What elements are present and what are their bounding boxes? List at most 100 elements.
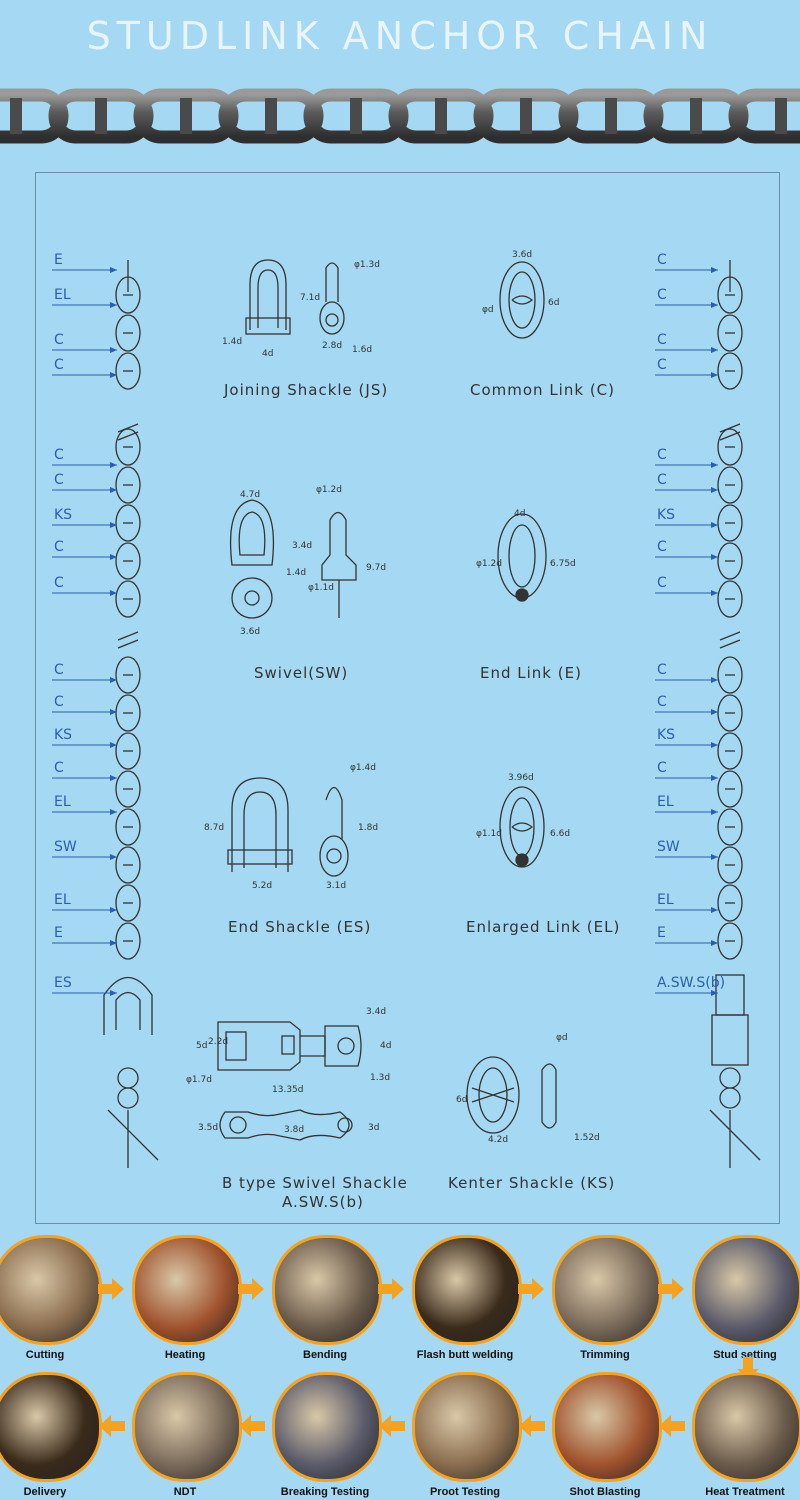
dim-sw-width: 4.7d (240, 490, 260, 500)
dim-js-height: 7.1d (300, 293, 320, 303)
dim-sw-top: φ1.2d (316, 485, 342, 495)
dim-asws-dia: φ1.7d (186, 1075, 212, 1085)
process-arrow-icon (238, 1278, 264, 1300)
chain-part-label: EL (54, 794, 71, 810)
banner-chain-link (558, 88, 664, 144)
process-step-label: Heating (164, 1349, 206, 1361)
dim-js-dia: φ1.3d (354, 260, 380, 270)
chain-part-label: SW (54, 839, 77, 855)
dim-sw-dia: φ1.1d (308, 583, 334, 593)
process-arrow-icon (518, 1278, 544, 1300)
process-step-label: Stud setting (713, 1349, 777, 1361)
process-photo (132, 1235, 242, 1345)
caption-swivel-shackle: B type Swivel Shackle (222, 1174, 408, 1192)
chain-part-label: C (657, 332, 667, 348)
process-arrow-icon (519, 1415, 545, 1437)
chain-part-label: KS (657, 727, 675, 743)
dim-es-mid: 1.8d (358, 823, 378, 833)
chain-part-label: EL (54, 892, 71, 908)
dim-asws-length: 13.35d (272, 1085, 303, 1095)
chain-banner-image (0, 88, 800, 144)
label-arrow-head (110, 854, 117, 860)
chain-part-label: EL (657, 794, 674, 810)
chain-part-label: KS (54, 727, 72, 743)
caption-end-link: End Link (E) (480, 664, 582, 682)
dim-js-end: 1.6d (352, 345, 372, 355)
dim-asws-height: 5d (196, 1041, 207, 1051)
process-step-label: Cutting (25, 1349, 65, 1361)
caption-joining-shackle: Joining Shackle (JS) (223, 381, 388, 399)
process-photo (412, 1372, 522, 1482)
label-arrow-head (110, 590, 117, 596)
caption-swivel-shackle-code: A.SW.S(b) (282, 1193, 364, 1211)
label-arrow-head (711, 267, 718, 273)
chain-part-label: C (54, 539, 64, 555)
chain-part-label: C (54, 447, 64, 463)
dim-es-dia: φ1.4d (350, 763, 376, 773)
dim-js-pin: 1.4d (222, 337, 242, 347)
dim-sw-gap: 1.4d (286, 568, 306, 578)
chain-part-label: C (657, 694, 667, 710)
label-arrow-head (110, 267, 117, 273)
caption-end-shackle: End Shackle (ES) (228, 918, 371, 936)
label-arrow-head (110, 742, 117, 748)
label-arrow-head (711, 854, 718, 860)
process-photo (552, 1235, 662, 1345)
chain-part-label: SW (657, 839, 680, 855)
dim-js-width: 4d (262, 349, 273, 359)
end-shackle-drawing (227, 777, 349, 877)
process-step-label: Flash butt welding (416, 1349, 514, 1361)
dim-asws-right: 4d (380, 1041, 391, 1051)
banner-chain-link (0, 88, 69, 144)
dim-asws-inner: 2.2d (208, 1037, 228, 1047)
label-arrow-head (711, 347, 718, 353)
dim-sw-mid: 3.4d (292, 541, 312, 551)
chain-part-label: C (54, 472, 64, 488)
process-arrow-icon (239, 1415, 265, 1437)
dim-asws-eye: 3d (368, 1123, 379, 1133)
chain-part-label: C (657, 539, 667, 555)
dim-asws-bar: 3.5d (198, 1123, 218, 1133)
label-arrow-head (711, 302, 718, 308)
end-link-drawing (497, 513, 547, 602)
chain-part-label: E (657, 925, 666, 941)
banner-chain-link (728, 88, 800, 144)
process-photo (412, 1235, 522, 1345)
dim-el-dia: φ1.1d (476, 829, 502, 839)
chain-part-label: EL (657, 892, 674, 908)
label-arrow-head (110, 809, 117, 815)
label-arrow-head (711, 990, 718, 996)
label-arrow-head (110, 372, 117, 378)
banner-chain-link (133, 88, 239, 144)
label-arrow-head (711, 907, 718, 913)
label-arrow-head (711, 677, 718, 683)
chain-part-label: C (657, 357, 667, 373)
banner-chain-link (643, 88, 749, 144)
chain-part-label: C (657, 472, 667, 488)
common-link-drawing (499, 261, 545, 339)
label-arrow-head (110, 347, 117, 353)
process-photo (0, 1372, 102, 1482)
chain-part-label: E (54, 925, 63, 941)
label-arrow-head (711, 775, 718, 781)
dim-ks-width: 4.2d (488, 1135, 508, 1145)
process-arrow-icon (99, 1415, 125, 1437)
process-arrow-icon (98, 1278, 124, 1300)
chain-part-label: A.SW.S(b) (657, 975, 725, 991)
label-arrow-head (711, 554, 718, 560)
label-arrow-head (711, 487, 718, 493)
caption-enlarged-link: Enlarged Link (EL) (466, 918, 620, 936)
label-arrow-head (110, 302, 117, 308)
process-step-label: Breaking Testing (280, 1486, 370, 1498)
dim-e-dia: φ1.2d (476, 559, 502, 569)
process-step-label: Bending (303, 1349, 347, 1361)
dim-c-dia: φd (482, 305, 494, 315)
chain-part-label: C (54, 662, 64, 678)
process-photo (132, 1372, 242, 1482)
page-title: STUDLINK ANCHOR CHAIN (86, 14, 714, 58)
label-arrow-head (110, 554, 117, 560)
swivel-shackle-drawing (217, 1021, 362, 1141)
dim-el-width: 3.96d (508, 773, 534, 783)
process-step-label: Shot Blasting (569, 1486, 641, 1498)
